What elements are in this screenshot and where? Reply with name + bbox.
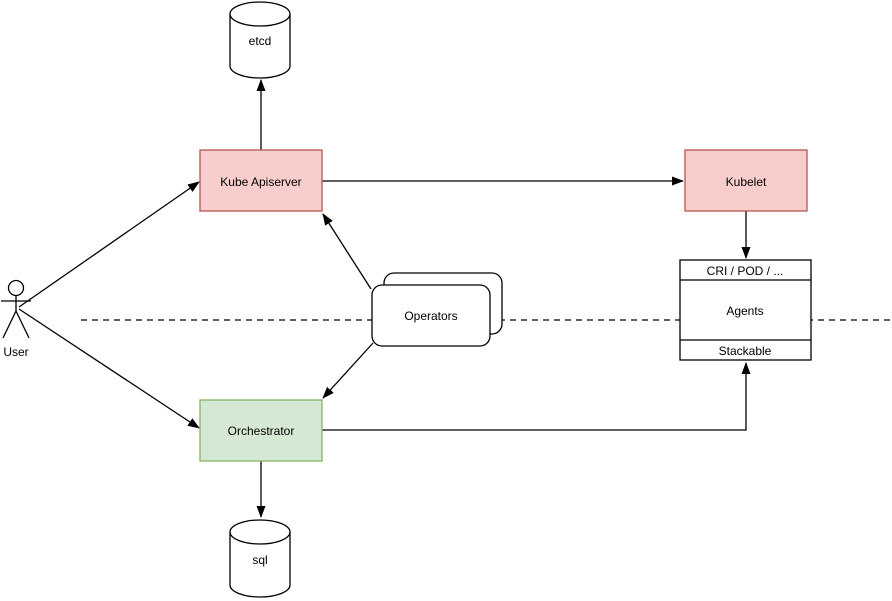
user-actor-head xyxy=(7,279,25,297)
kube-apiserver-label: Kube Apiserver xyxy=(220,175,301,189)
cri-pod-label: CRI / POD / ... xyxy=(707,264,784,278)
agents-stack-node: CRI / POD / ... Agents Stackable xyxy=(679,259,812,361)
kubelet-box xyxy=(684,149,808,212)
edge-user-to-kube-apiserver xyxy=(18,181,200,308)
edge-operators-to-kube-apiserver xyxy=(322,213,372,290)
user-actor-right-leg xyxy=(15,310,30,339)
sql-cylinder-node: sql xyxy=(229,519,291,598)
etcd-cylinder-rim xyxy=(229,13,291,27)
etcd-cylinder-node: etcd xyxy=(229,1,291,79)
operators-front-card xyxy=(371,284,491,347)
sql-cylinder-shape xyxy=(229,519,291,598)
edge-orchestrator-to-stackable xyxy=(322,362,751,431)
user-actor-node: User xyxy=(1,279,31,359)
kubelet-label: Kubelet xyxy=(726,175,767,189)
edge-operators-to-orchestrator xyxy=(322,342,374,399)
etcd-label: etcd xyxy=(249,34,272,48)
operators-label: Operators xyxy=(404,309,457,323)
user-label: User xyxy=(3,345,28,359)
stackable-label: Stackable xyxy=(719,344,772,358)
user-actor-left-leg xyxy=(2,310,17,339)
orchestrator-label: Orchestrator xyxy=(228,424,295,438)
kube-apiserver-box xyxy=(199,149,323,212)
orchestrator-box xyxy=(199,399,323,462)
operators-node: Operators xyxy=(371,272,503,347)
kube-apiserver-node: Kube Apiserver xyxy=(199,149,323,212)
agents-label: Agents xyxy=(726,304,763,318)
edge-user-to-orchestrator xyxy=(18,308,200,429)
kubelet-node: Kubelet xyxy=(684,149,808,212)
etcd-cylinder-shape xyxy=(229,1,291,79)
agents-stack-box xyxy=(679,259,812,361)
sql-label: sql xyxy=(252,553,267,567)
orchestrator-node: Orchestrator xyxy=(199,399,323,462)
sql-cylinder-rim xyxy=(229,531,291,545)
